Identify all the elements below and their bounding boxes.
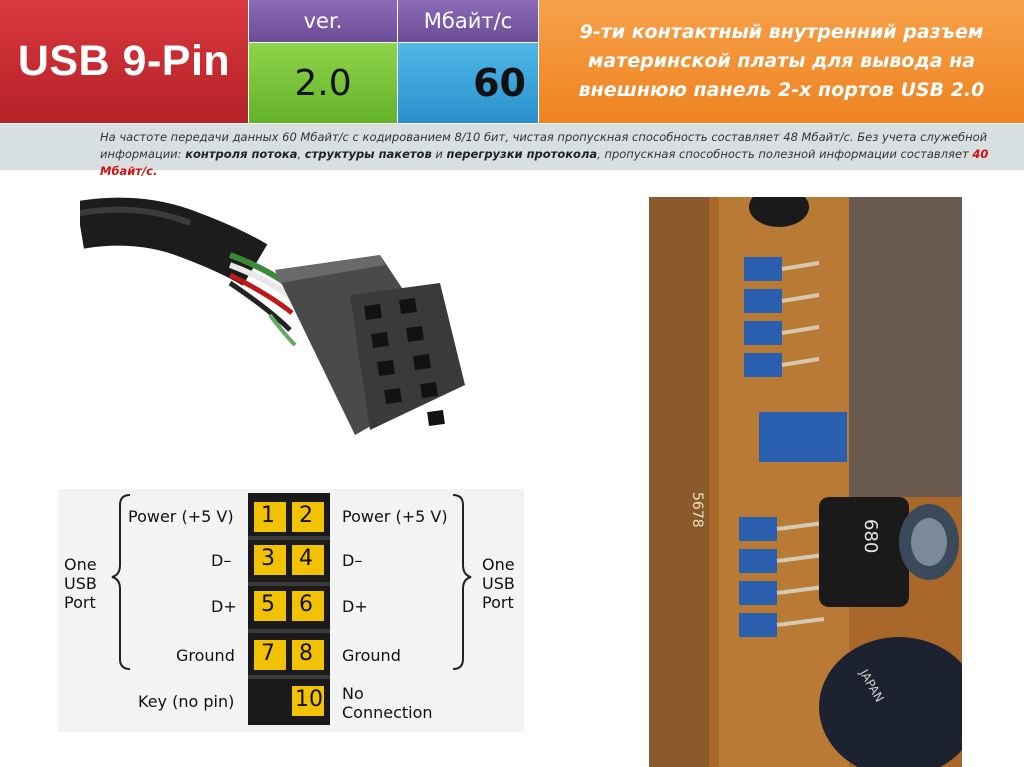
connector-description: 9-ти контактный внутренний разъем матери… xyxy=(539,0,1024,123)
pin-3-number: 3 xyxy=(261,546,275,571)
silkscreen-label: 5678 xyxy=(689,492,705,528)
note-flow-control: контроля потока xyxy=(185,147,298,161)
pin-8-label: Ground xyxy=(342,646,401,665)
left-group-line-1: One xyxy=(64,555,97,574)
pin-5-number: 5 xyxy=(261,592,275,617)
board-illustration xyxy=(649,197,962,767)
left-group-line-3: Port xyxy=(64,593,96,612)
pin-6-number: 6 xyxy=(299,592,313,617)
pinout-brackets xyxy=(111,493,472,725)
left-group-line-2: USB xyxy=(64,574,97,593)
note-packet-structure: структуры пакетов xyxy=(304,147,432,161)
pin-1-label: Power (+5 V) xyxy=(128,507,234,526)
note-text-1: На частоте передачи данных 60 Мбайт/с с … xyxy=(100,130,988,161)
pin-10-label-line-2: Connection xyxy=(342,703,433,722)
version-label: ver. xyxy=(249,0,397,42)
pin-10-number: 10 xyxy=(295,687,323,712)
note-sep-1: , xyxy=(297,147,305,161)
pin-8-number: 8 xyxy=(299,641,313,666)
speed-label: Мбайт/с xyxy=(398,0,538,42)
pin-1-number: 1 xyxy=(261,503,275,528)
right-group-line-1: One xyxy=(482,555,515,574)
pin-7-label: Ground xyxy=(176,646,235,665)
capacitor-marking: 680 xyxy=(860,519,881,554)
slide-title: USB 9-Pin xyxy=(0,0,248,123)
motherboard-header-photo: 5678 680 JAPAN xyxy=(649,197,962,767)
note-sep-2: и xyxy=(431,147,447,161)
speed-value: 60 xyxy=(398,43,538,123)
pin-4-label: D– xyxy=(342,551,363,570)
right-group-line-3: Port xyxy=(482,593,514,612)
pin-7-number: 7 xyxy=(261,641,275,666)
version-value: 2.0 xyxy=(249,43,397,123)
pin-4-number: 4 xyxy=(299,546,313,571)
note-text-2: , пропускная способность полезной информ… xyxy=(597,147,973,161)
pin-5-label: D+ xyxy=(211,597,237,616)
pin-2-label: Power (+5 V) xyxy=(342,507,448,526)
right-group-line-2: USB xyxy=(482,574,515,593)
key-pin-label: Key (no pin) xyxy=(138,692,235,711)
cable-connector-photo xyxy=(80,197,465,435)
bandwidth-note: На частоте передачи данных 60 Мбайт/с с … xyxy=(0,124,1024,178)
pin-2-number: 2 xyxy=(299,503,313,528)
note-effective-throughput: 40 Мбайт/с. xyxy=(100,147,989,178)
pin-6-label: D+ xyxy=(342,597,368,616)
note-protocol-overhead: перегрузки протокола xyxy=(446,147,598,161)
pin-10-label-line-1: No xyxy=(342,684,364,703)
pinout-diagram: 1 2 3 4 5 6 7 8 10 Power (+5 V) D– D+ Gr… xyxy=(58,489,524,732)
pin-3-label: D– xyxy=(211,551,232,570)
